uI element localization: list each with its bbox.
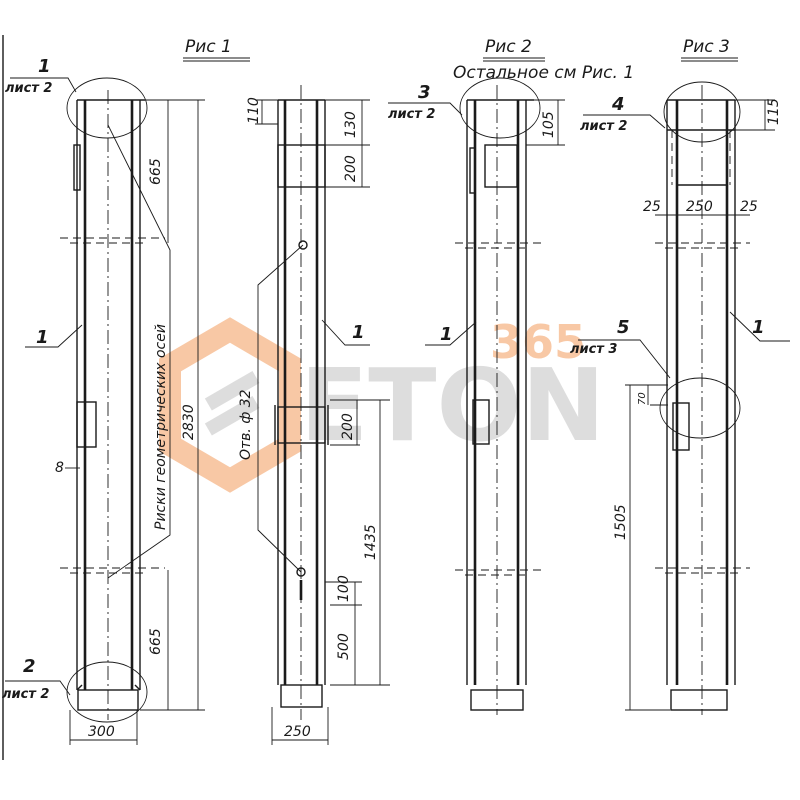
hole-upper: [298, 240, 308, 250]
figure-2-title: Рис 2: [485, 37, 532, 57]
callout-3-sheet: лист 2: [388, 107, 435, 122]
figure-2: Рис 2 Остальное см Рис. 1 3 лист 2 1 105: [388, 37, 634, 715]
callout-5-number: 5: [617, 317, 630, 338]
figure-3: Рис 3 4 лист 2 5 лист 3 1 115 25: [570, 37, 790, 715]
figure-1: Рис 1 1 лист 2 2 лист 2 1: [2, 37, 250, 745]
dim-2830: 2830: [181, 404, 197, 440]
figure-3-title: Рис 3: [683, 37, 730, 57]
dim-110: 110: [246, 97, 262, 124]
callout-part-1-fig3: 1: [752, 317, 765, 338]
detail-circle-2: [66, 661, 148, 723]
detail-circle-3: [459, 77, 541, 139]
dim-70: 70: [637, 392, 648, 405]
callout-part-1-fig2: 1: [440, 324, 453, 345]
figure-1-side-view: Отв. ф 32 1 110 130 200 200 1435 100 500: [238, 85, 390, 745]
dim-500: 500: [336, 633, 352, 660]
watermark-brand: ETON: [300, 347, 605, 464]
dim-25-left: 25: [643, 199, 661, 215]
dim-25-right: 25: [740, 199, 758, 215]
callout-4-number: 4: [611, 94, 625, 115]
detail-circle-4: [663, 81, 741, 143]
watermark-number: 365: [490, 315, 586, 369]
dim-1505: 1505: [613, 504, 629, 540]
dim-250-bottom: 250: [284, 724, 311, 740]
callout-1-sheet: лист 2: [5, 81, 52, 96]
dim-1435: 1435: [363, 524, 379, 560]
callout-5-sheet: лист 3: [570, 342, 617, 357]
hole-lower: [296, 567, 306, 577]
dim-115: 115: [766, 98, 782, 125]
watermark: ETON 365: [159, 315, 605, 493]
detail-circle-1: [66, 77, 148, 139]
dim-8: 8: [55, 460, 64, 476]
figure-2-subtitle: Остальное см Рис. 1: [453, 63, 634, 83]
dim-250-top: 250: [686, 199, 713, 215]
callout-4-sheet: лист 2: [580, 119, 627, 134]
dim-100: 100: [336, 575, 352, 602]
detail-circle-5: [659, 377, 741, 439]
dim-200-top: 200: [343, 155, 359, 182]
dim-665-top: 665: [148, 158, 164, 185]
callout-2-sheet: лист 2: [2, 687, 49, 702]
dim-105: 105: [541, 111, 557, 138]
callout-3-number: 3: [418, 82, 431, 103]
callout-1-number: 1: [38, 56, 51, 77]
hole-note: Отв. ф 32: [238, 389, 254, 460]
callout-2-number: 2: [23, 656, 36, 677]
dim-200-mid: 200: [340, 413, 356, 440]
axis-marks-note: Риски геометрических осей: [153, 324, 169, 530]
callout-part-1-side: 1: [352, 322, 365, 343]
dim-130: 130: [343, 111, 359, 138]
dim-665-bottom: 665: [148, 628, 164, 655]
figure-1-title: Рис 1: [185, 37, 232, 57]
dim-300: 300: [88, 724, 115, 740]
callout-part-1: 1: [36, 327, 49, 348]
